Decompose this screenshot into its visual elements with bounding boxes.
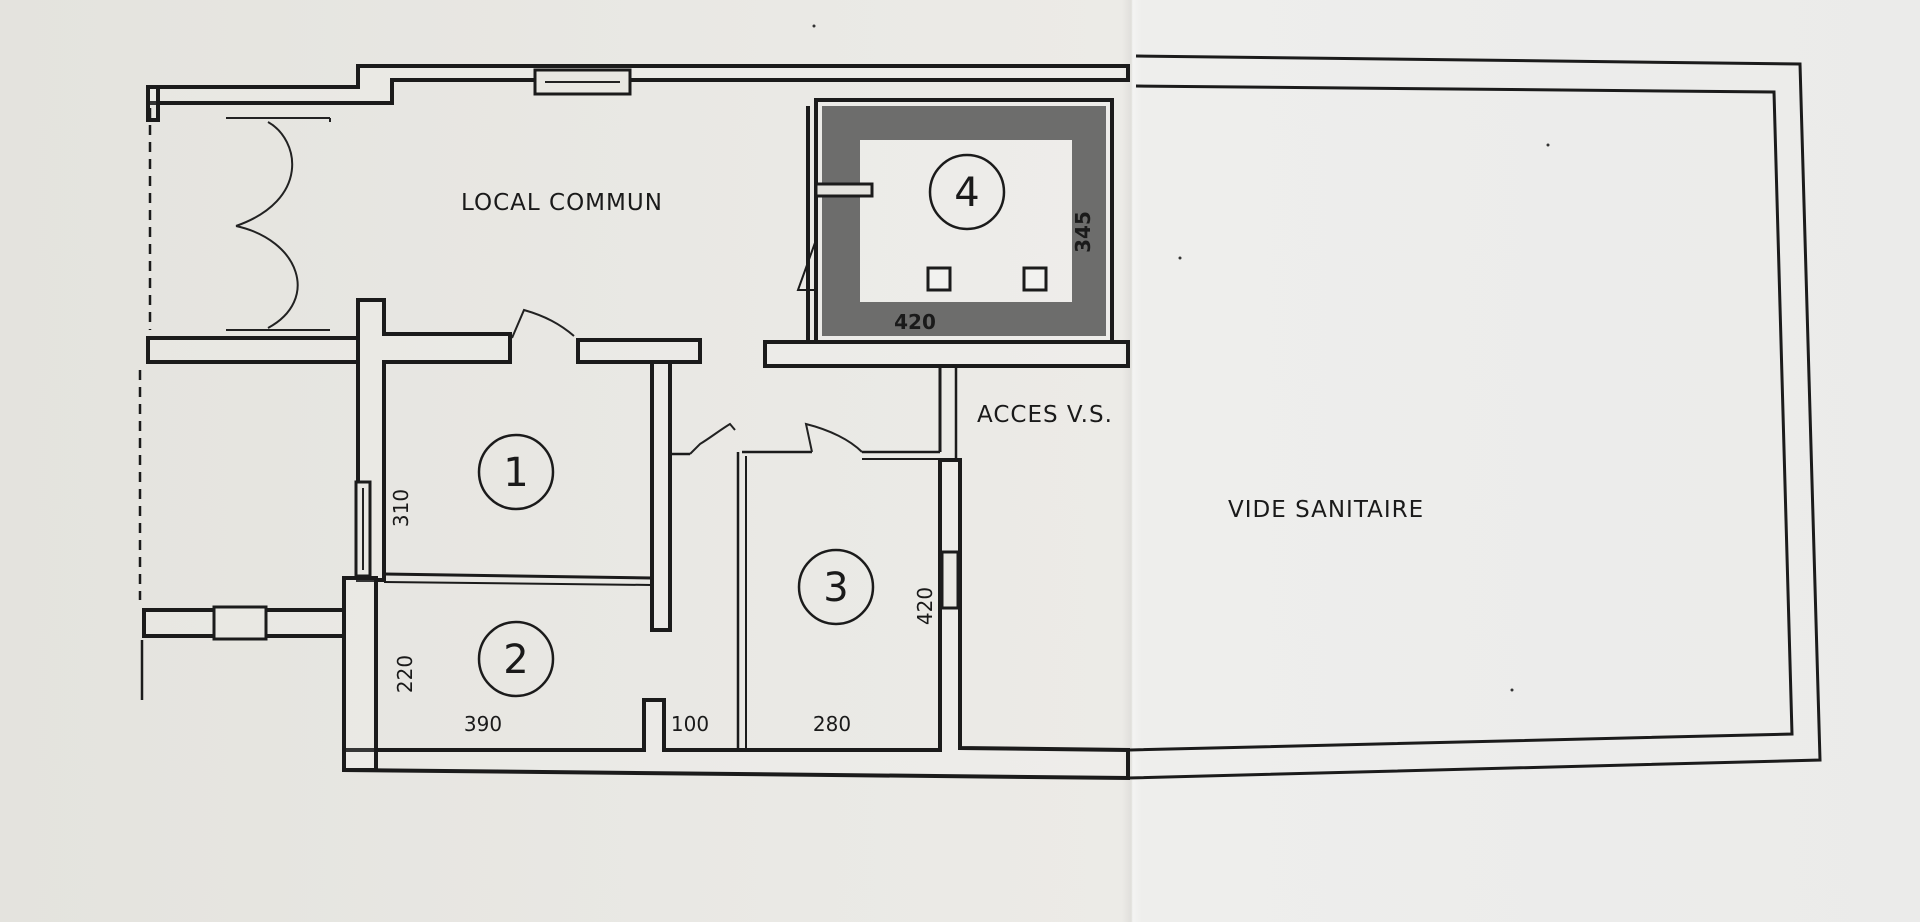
book-gutter [1122,0,1142,922]
room3-window [940,550,960,610]
room3-partitions [670,366,958,748]
vide-sanitaire-label: VIDE SANITAIRE [1228,497,1424,523]
local-commun-label: LOCAL COMMUN [461,190,663,216]
room3-circle [797,548,875,626]
room4-circle [928,153,1006,231]
room1-number: 1 [503,450,528,496]
room1-window [354,480,372,578]
room2-number: 2 [503,637,528,683]
room4-vent-left [926,266,952,292]
room3-width-dim: 280 [813,712,851,736]
room1-height-dim: 310 [389,489,413,527]
acces-vs-label: ACCES V.S. [977,402,1113,428]
room1-circle [477,433,555,511]
room4-vent-right [1022,266,1048,292]
room2-height-dim: 220 [393,655,417,693]
vide-sanitaire-outline [1127,54,1822,780]
room2-circle [477,620,555,698]
room1-room2-partition [383,572,653,586]
room3-height-dim: 420 [913,587,937,625]
room4 [796,98,1114,344]
room1-door-swing [511,308,575,339]
corridor-width-dim: 100 [671,712,709,736]
room3-number: 3 [823,565,848,611]
entrance-double-door [226,117,331,331]
room2-width-dim: 390 [464,712,502,736]
room4-width-dim: 420 [894,310,936,334]
room4-number: 4 [954,170,979,216]
room4-height-dim: 345 [1071,211,1095,253]
